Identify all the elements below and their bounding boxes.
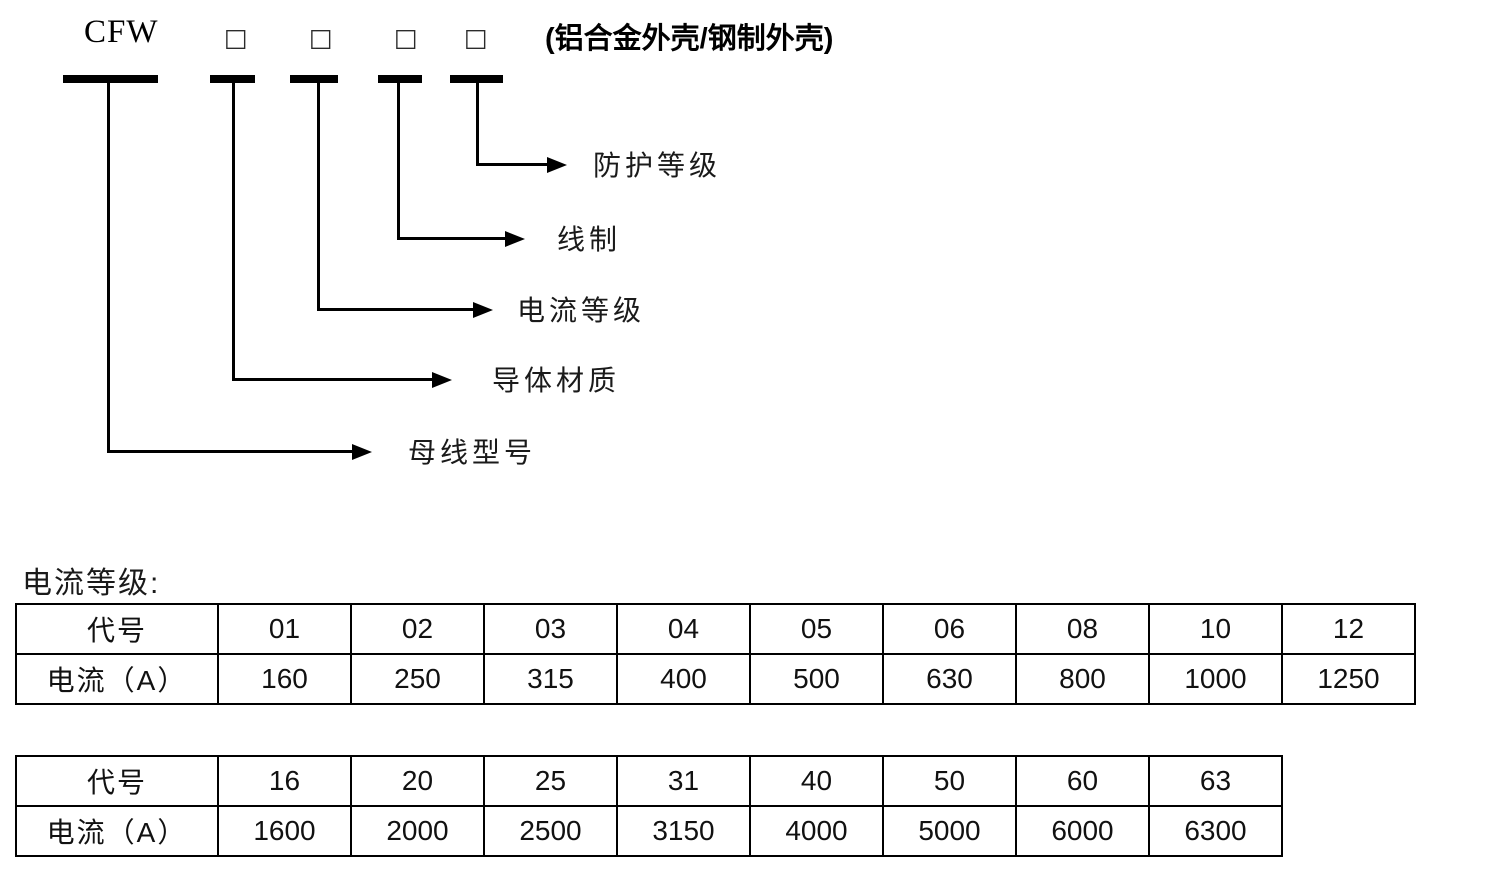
code-cell: 63 (1148, 755, 1283, 807)
code-header-cell: 代号 (15, 603, 219, 655)
current-cell: 1000 (1148, 653, 1283, 705)
connector-vline (317, 83, 320, 311)
model-prefix-text: CFW (84, 14, 159, 50)
current-cell: 2500 (483, 805, 618, 857)
arrowhead-icon (547, 157, 567, 173)
arrowhead-icon (505, 231, 525, 247)
code-cell: 05 (749, 603, 884, 655)
current-cell: 160 (217, 653, 352, 705)
code-cell: 50 (882, 755, 1017, 807)
connector-hline (232, 378, 432, 381)
code-cell: 20 (350, 755, 485, 807)
connector-hline (476, 163, 547, 166)
connector-hline (397, 237, 505, 240)
code-cell: 01 (217, 603, 352, 655)
connector-vline (232, 83, 235, 381)
underline-bar (450, 75, 503, 83)
arrowhead-icon (352, 444, 372, 460)
code-cell: 31 (616, 755, 751, 807)
connector-vline (476, 83, 479, 166)
placeholder-box-icon: □ (394, 23, 418, 52)
current-cell: 6000 (1015, 805, 1150, 857)
code-cell: 40 (749, 755, 884, 807)
current-cell: 400 (616, 653, 751, 705)
current-cell: 315 (483, 653, 618, 705)
placeholder-box-icon: □ (309, 23, 333, 52)
connector-hline (317, 308, 473, 311)
code-cell: 03 (483, 603, 618, 655)
code-cell: 25 (483, 755, 618, 807)
current-cell: 250 (350, 653, 485, 705)
shell-material-note: (铝合金外壳/钢制外壳) (545, 23, 834, 55)
connector-hline (107, 450, 352, 453)
code-header-cell: 代号 (15, 755, 219, 807)
current-cell: 1250 (1281, 653, 1416, 705)
current-header-cell: 电流（A） (15, 653, 219, 705)
connector-label: 线制 (557, 224, 622, 255)
current-cell: 5000 (882, 805, 1017, 857)
arrowhead-icon (473, 302, 493, 318)
code-cell: 10 (1148, 603, 1283, 655)
code-cell: 08 (1015, 603, 1150, 655)
underline-bar (210, 75, 255, 83)
code-cell: 02 (350, 603, 485, 655)
connector-label: 导体材质 (492, 365, 621, 396)
connector-label: 母线型号 (408, 437, 537, 468)
current-cell: 1600 (217, 805, 352, 857)
current-cell: 500 (749, 653, 884, 705)
code-cell: 06 (882, 603, 1017, 655)
underline-bar (378, 75, 422, 83)
placeholder-box-icon: □ (464, 23, 488, 52)
connector-label: 电流等级 (517, 295, 646, 326)
current-cell: 2000 (350, 805, 485, 857)
underline-bar (63, 75, 158, 83)
current-cell: 6300 (1148, 805, 1283, 857)
connector-vline (397, 83, 400, 240)
connector-label: 防护等级 (593, 150, 722, 181)
section-heading: 电流等级: (22, 567, 161, 600)
arrowhead-icon (432, 372, 452, 388)
code-cell: 12 (1281, 603, 1416, 655)
code-cell: 16 (217, 755, 352, 807)
current-cell: 800 (1015, 653, 1150, 705)
current-cell: 630 (882, 653, 1017, 705)
current-cell: 4000 (749, 805, 884, 857)
code-cell: 04 (616, 603, 751, 655)
placeholder-box-icon: □ (224, 23, 248, 52)
underline-bar (290, 75, 338, 83)
current-header-cell: 电流（A） (15, 805, 219, 857)
connector-vline (107, 83, 110, 453)
code-cell: 60 (1015, 755, 1150, 807)
current-cell: 3150 (616, 805, 751, 857)
